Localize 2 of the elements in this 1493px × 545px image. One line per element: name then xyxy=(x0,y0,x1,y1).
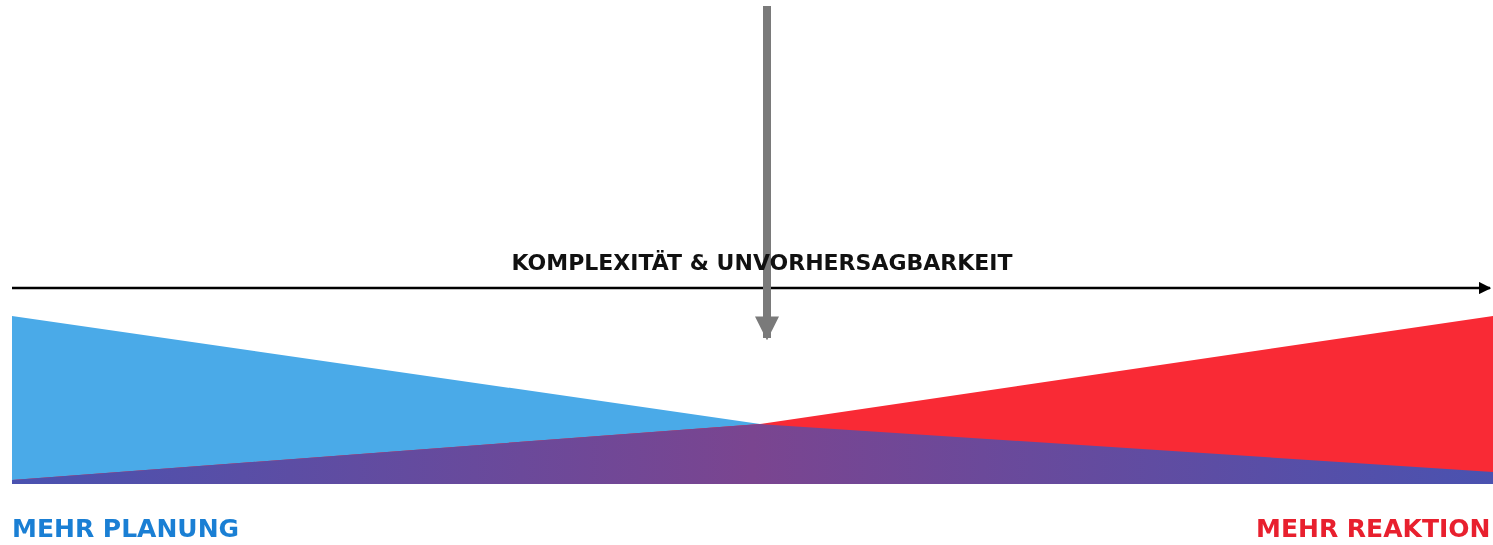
right-end-label: MEHR REAKTION xyxy=(1256,516,1491,541)
left-end-label: MEHR PLANUNG xyxy=(12,516,240,541)
